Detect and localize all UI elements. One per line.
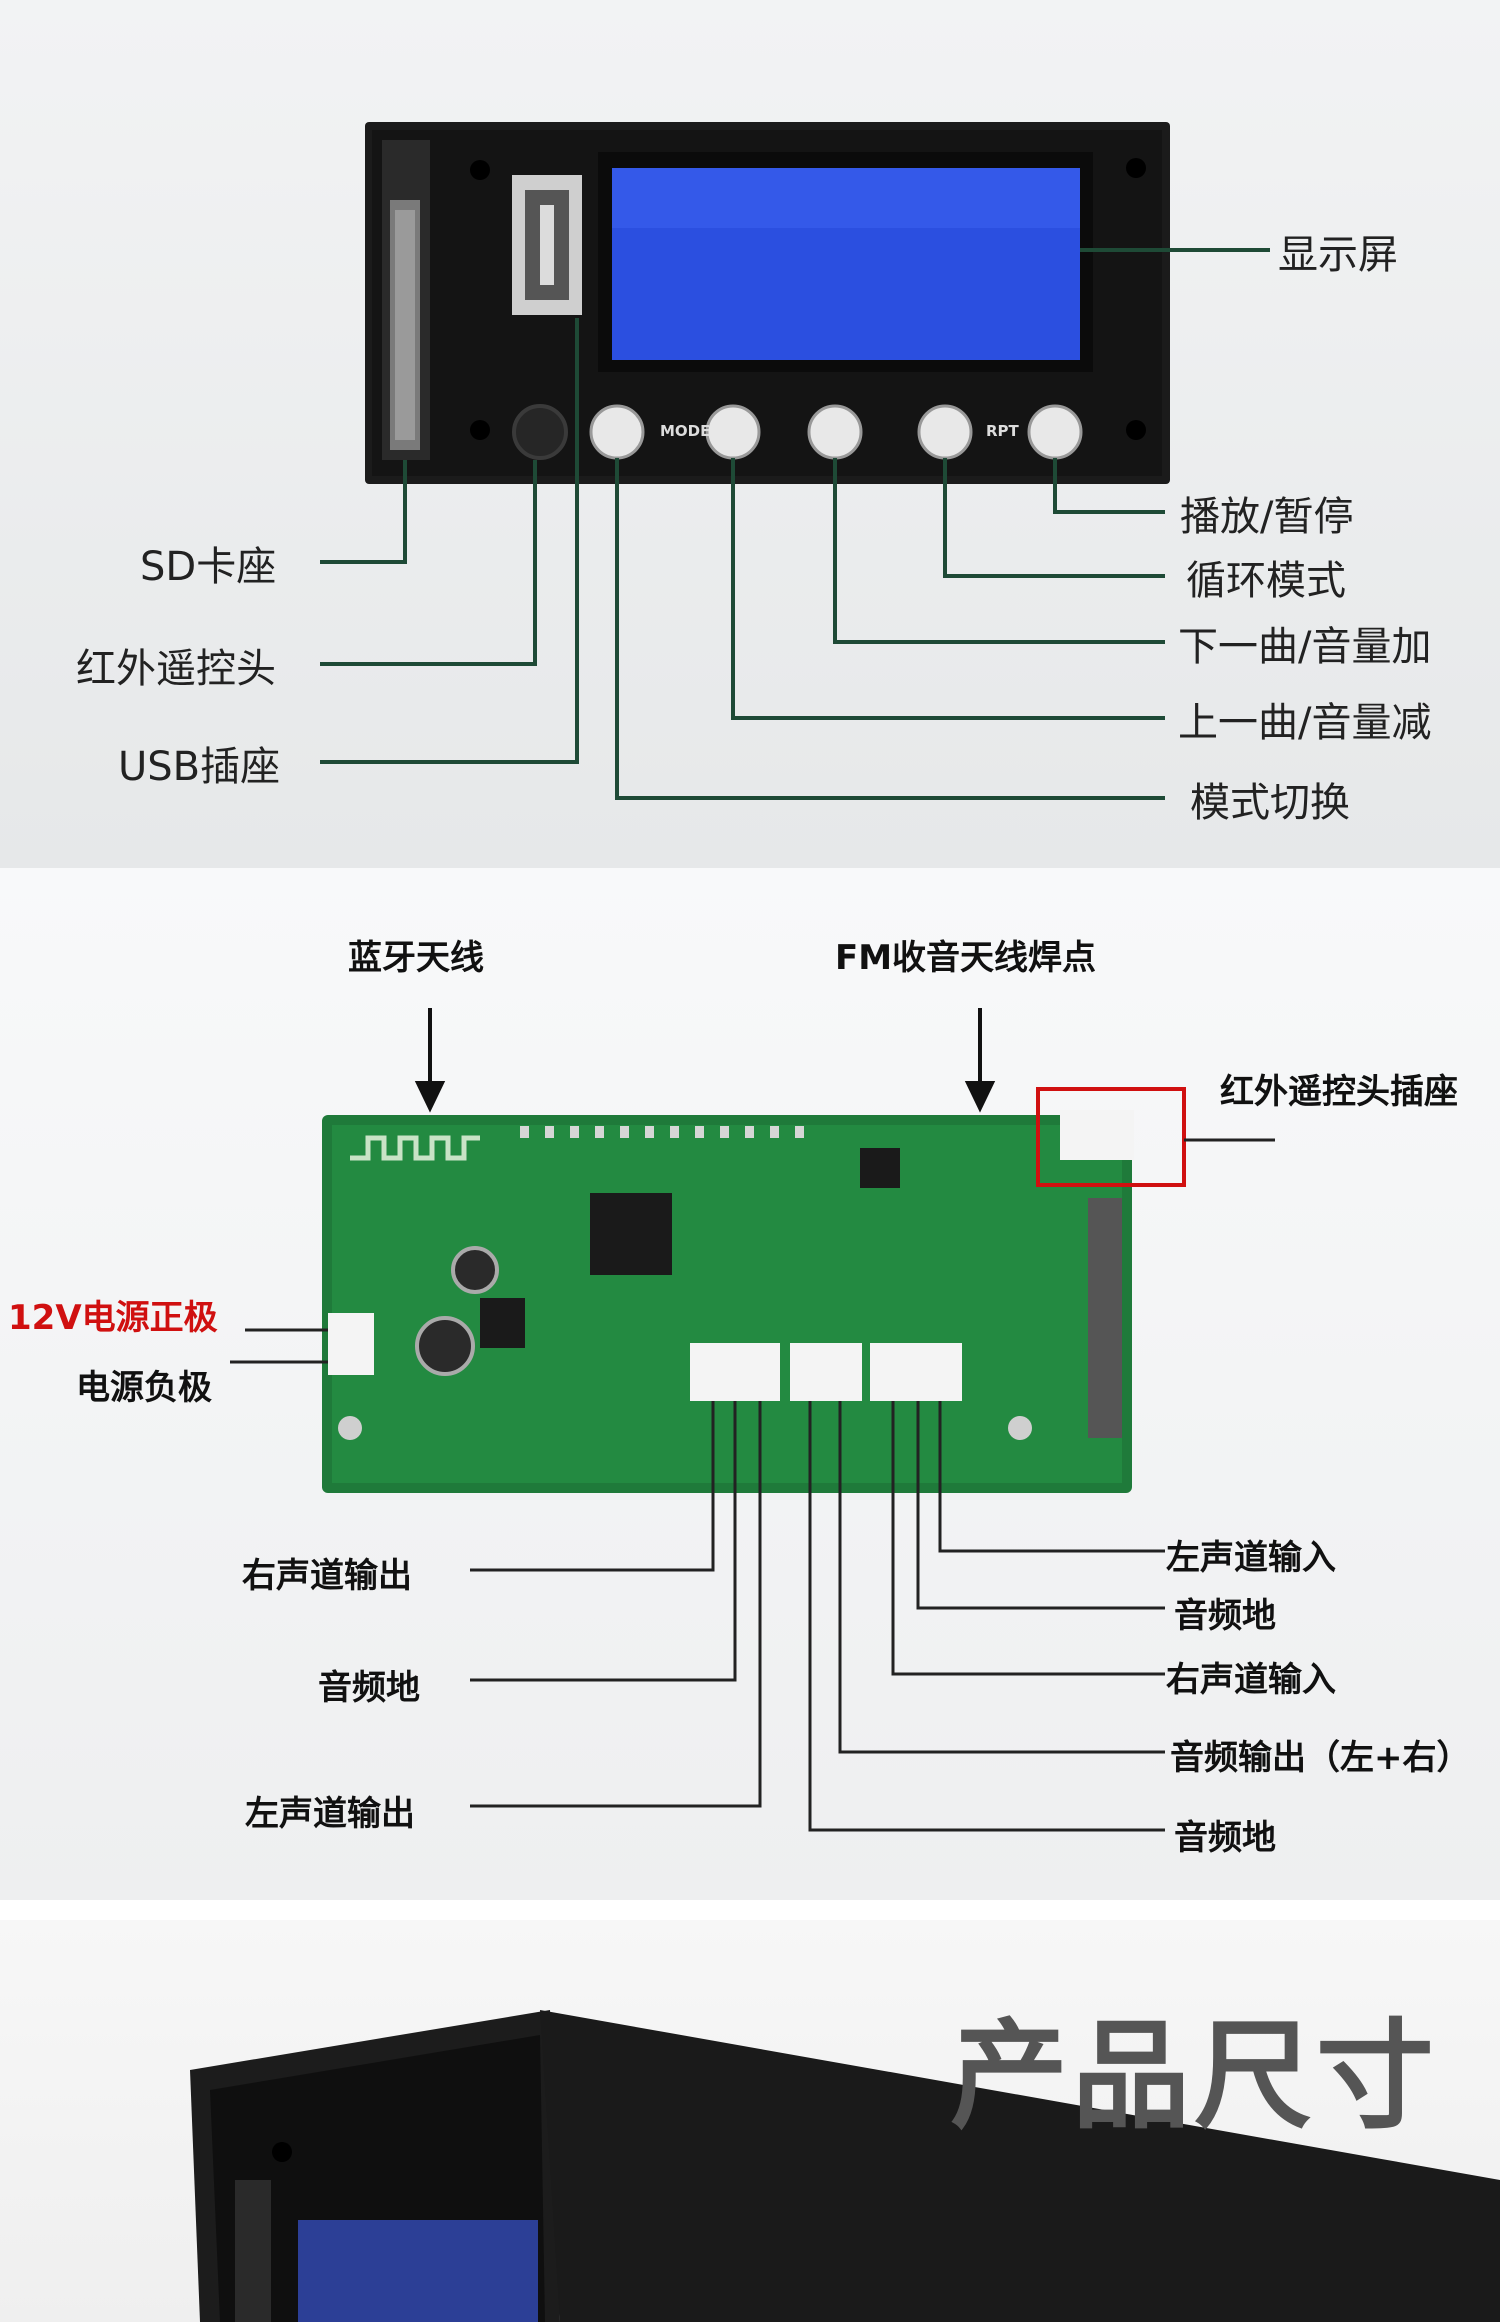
mode-button-mark: MODE xyxy=(660,422,711,440)
label-audio-gnd-2: 音频地 xyxy=(1174,1596,1276,1636)
label-audio-gnd-3: 音频地 xyxy=(1174,1818,1276,1858)
front-view-drawing xyxy=(320,122,1270,800)
label-play-pause: 播放/暂停 xyxy=(1180,494,1354,540)
bt-antenna-trace xyxy=(350,1135,480,1161)
audio-in-connector xyxy=(870,1343,962,1401)
antenna-arrows xyxy=(414,1008,996,1113)
label-prev-vol-down: 上一曲/音量减 xyxy=(1178,700,1432,746)
ir-receiver xyxy=(512,404,568,460)
main-chip xyxy=(590,1193,672,1275)
rpt-button-mark: RPT xyxy=(986,422,1019,440)
label-left-out: 左声道输出 xyxy=(245,1794,415,1834)
label-repeat-mode: 循环模式 xyxy=(1186,558,1346,604)
label-sd-slot: SD卡座 xyxy=(140,544,277,590)
label-mode-switch: 模式切换 xyxy=(1190,780,1350,826)
rear-view-panel: 蓝牙天线 FM收音天线焊点 红外遥控头插座 12V电源正极 电源负极 右声道输出… xyxy=(0,868,1500,1900)
leader-lines xyxy=(320,248,1270,800)
screw-hole xyxy=(470,160,490,180)
label-right-out: 右声道输出 xyxy=(242,1556,412,1596)
capacitor xyxy=(451,1246,499,1294)
label-audio-out-lr: 音频输出（左+右） xyxy=(1170,1738,1471,1778)
ir-socket-highlight xyxy=(1036,1087,1186,1187)
rear-view-drawing xyxy=(230,1008,1275,1832)
label-power-negative: 电源负极 xyxy=(76,1368,212,1408)
label-ir-socket: 红外遥控头插座 xyxy=(1220,1072,1458,1112)
label-display: 显示屏 xyxy=(1278,232,1398,278)
panel-gap xyxy=(0,1900,1500,1920)
audio-out-connector xyxy=(690,1343,780,1401)
product-photo xyxy=(190,2010,1500,2322)
label-audio-gnd-1: 音频地 xyxy=(318,1668,420,1708)
pcb-leader-lines xyxy=(230,1138,1275,1832)
label-bt-antenna: 蓝牙天线 xyxy=(348,938,484,978)
product-size-panel: 产品尺寸 xyxy=(0,1920,1500,2322)
label-next-vol-up: 下一曲/音量加 xyxy=(1178,624,1432,670)
power-connector xyxy=(328,1313,374,1375)
audio-out-lr-connector xyxy=(790,1343,862,1401)
size-title: 产品尺寸 xyxy=(950,2007,1439,2145)
label-usb-socket: USB插座 xyxy=(118,744,281,790)
label-right-in: 右声道输入 xyxy=(1166,1660,1336,1700)
sd-slot-rear xyxy=(1088,1198,1122,1438)
label-ir-receiver: 红外遥控头 xyxy=(76,646,276,692)
front-view-panel: MODE RPT 显示屏 播放/暂停 循环模式 下一曲/音量加 上一曲/音量减 … xyxy=(0,0,1500,868)
ir-connector xyxy=(1060,1110,1134,1160)
label-left-in: 左声道输入 xyxy=(1166,1538,1336,1578)
label-fm-antenna: FM收音天线焊点 xyxy=(835,938,1097,978)
label-power-positive: 12V电源正极 xyxy=(8,1298,218,1338)
